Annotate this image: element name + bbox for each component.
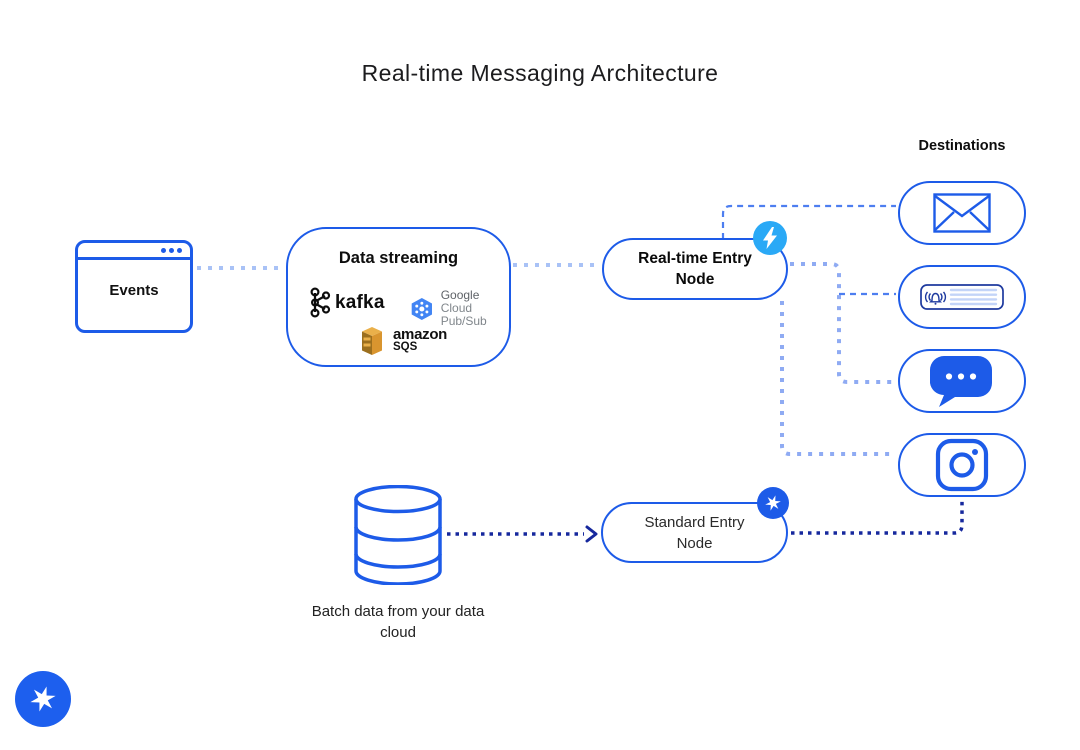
instagram-icon bbox=[935, 438, 989, 492]
events-box: Events bbox=[75, 240, 193, 333]
destination-instagram bbox=[898, 433, 1026, 497]
google-pubsub-label: Google Cloud Pub/Sub bbox=[440, 288, 487, 328]
google-pubsub-icon bbox=[411, 297, 432, 320]
destination-email bbox=[898, 181, 1026, 245]
standard-entry-node: Standard Entry Node bbox=[601, 502, 788, 563]
page-title: Real-time Messaging Architecture bbox=[361, 60, 719, 86]
data-streaming-title: Data streaming bbox=[338, 249, 459, 267]
amazon-sqs-logo: amazon SQS bbox=[358, 325, 447, 357]
brand-logo bbox=[15, 671, 71, 727]
batch-data-label: Batch data from your data cloud bbox=[311, 603, 485, 641]
google-pubsub-logo: Google Cloud Pub/Sub bbox=[410, 289, 509, 328]
wire-db-arrowhead bbox=[585, 525, 598, 543]
realtime-entry-node-label: Real-time Entry Node bbox=[638, 250, 752, 288]
amazon-sqs-icon bbox=[362, 327, 382, 355]
browser-dots-icon bbox=[161, 248, 182, 253]
star-badge-icon bbox=[765, 495, 781, 511]
brand-star-icon bbox=[30, 686, 56, 712]
lightning-icon bbox=[763, 227, 777, 249]
wire-realtime-to-chat bbox=[790, 262, 894, 384]
browser-titlebar bbox=[78, 243, 190, 260]
wire-standard-to-instagram bbox=[791, 500, 964, 535]
destination-notification-banner bbox=[898, 265, 1026, 329]
wire-realtime-to-instagram bbox=[780, 301, 894, 456]
kafka-logo: kafka bbox=[308, 287, 385, 318]
standard-entry-node-label: Standard Entry Node bbox=[644, 513, 745, 552]
destination-chat bbox=[898, 349, 1026, 413]
chat-bubble-icon bbox=[930, 356, 992, 407]
star-badge bbox=[757, 487, 789, 519]
database-icon bbox=[354, 485, 442, 585]
data-streaming-box: Data streaming kafka bbox=[286, 227, 511, 367]
amazon-sqs-label: amazon SQS bbox=[393, 326, 448, 353]
destinations-label: Destinations bbox=[918, 138, 1006, 154]
wire-realtime-to-email bbox=[721, 204, 896, 239]
events-label: Events bbox=[109, 282, 159, 299]
lightning-badge bbox=[753, 221, 787, 255]
email-icon bbox=[933, 193, 991, 233]
notification-banner-icon bbox=[920, 284, 1004, 310]
kafka-label: kafka bbox=[335, 291, 385, 313]
kafka-icon bbox=[310, 287, 331, 318]
